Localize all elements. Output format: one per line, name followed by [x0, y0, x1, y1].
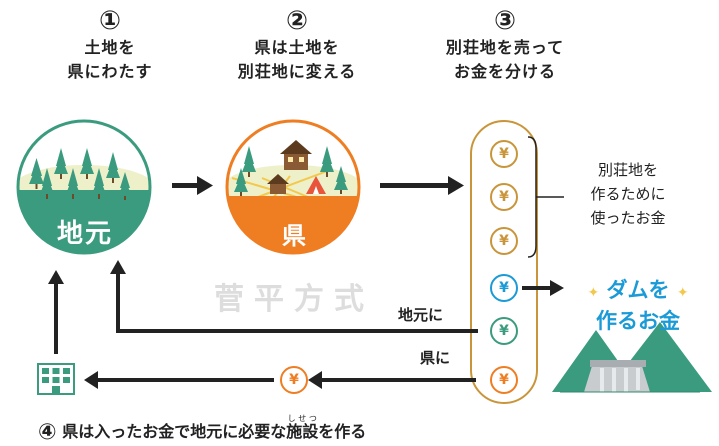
step-4-text-after: を作る [318, 422, 367, 441]
step-4-ruby: 施設しせつ [286, 414, 319, 441]
villa-coin-3: ¥ [490, 227, 518, 255]
arrow-1-to-2 [172, 176, 213, 195]
house-icon [280, 140, 312, 170]
dam-coin: ¥ [490, 274, 518, 302]
step-3-line-2: お金を分ける [453, 62, 556, 81]
step-2-line-1: 県は土地を [254, 38, 340, 57]
sparkle-icon: ✦ [587, 285, 600, 301]
local-circle-label: 地元 [56, 219, 113, 249]
step-2-line-2: 別荘地に変える [237, 62, 357, 81]
system-name: 菅平方式 [214, 282, 374, 317]
step-4-number: ④ [38, 420, 57, 445]
step-1-line-1: 土地を [84, 38, 136, 57]
step-4-ruby-base: 施設 [286, 422, 319, 441]
cabin-icon [267, 174, 289, 194]
villa-money-note-line-3: 使ったお金 [590, 209, 666, 227]
step-2-number: ② [285, 6, 308, 36]
prefecture-circle-label: 県 [282, 222, 306, 250]
sparkle-icon: ✦ [676, 285, 689, 301]
prefecture-coin: ¥ [490, 366, 518, 394]
villa-money-note-line-1: 別荘地を [597, 161, 658, 179]
flow-label-to-local: 地元に [398, 306, 444, 324]
arrow-to-prefecture [84, 371, 476, 389]
villa-coin-1: ¥ [490, 140, 518, 168]
tree-icon [29, 148, 132, 200]
step-1-number: ① [98, 6, 121, 36]
step-4-text-before: 県は入ったお金で地元に必要な [62, 422, 287, 441]
arrow-2-to-3 [380, 176, 464, 195]
local-coin: ¥ [490, 317, 518, 345]
prefecture-coin-moving: ¥ [280, 366, 308, 394]
flow-label-to-prefecture: 県に [420, 349, 451, 367]
step-1-header: ① 土地を 県にわたす [40, 6, 180, 84]
step-2-header: ② 県は土地を 別荘地に変える [212, 6, 382, 84]
step-4-ruby-text: しせつ [286, 414, 319, 423]
dam-money-line-1: ダムを [606, 278, 670, 302]
arrow-facility-to-local [48, 270, 64, 354]
money-capsule [470, 120, 538, 404]
tree-icon [234, 146, 348, 196]
building-icon [37, 363, 75, 395]
dam-icon [552, 322, 712, 393]
step-3-line-1: 別荘地を売って [445, 38, 565, 57]
step-1-line-2: 県にわたす [67, 62, 153, 81]
step-4-caption: ④ 県は入ったお金で地元に必要な施設しせつを作る [38, 414, 366, 445]
step-3-number: ③ [493, 6, 516, 36]
step-3-header: ③ 別荘地を売って お金を分ける [415, 6, 595, 84]
arrow-to-local [116, 272, 478, 333]
tent-icon [306, 176, 326, 194]
villa-money-note: 別荘地を 作るために 使ったお金 [568, 158, 688, 230]
dam-money-line-2: 作るお金 [596, 309, 680, 333]
villa-coin-2: ¥ [490, 183, 518, 211]
arrow-to-dam [522, 280, 564, 296]
local-land-circle [16, 119, 152, 255]
villa-money-note-line-2: 作るために [590, 185, 666, 203]
dam-money-label: ✦ ダムを ✦ 作るお金 [570, 276, 706, 335]
